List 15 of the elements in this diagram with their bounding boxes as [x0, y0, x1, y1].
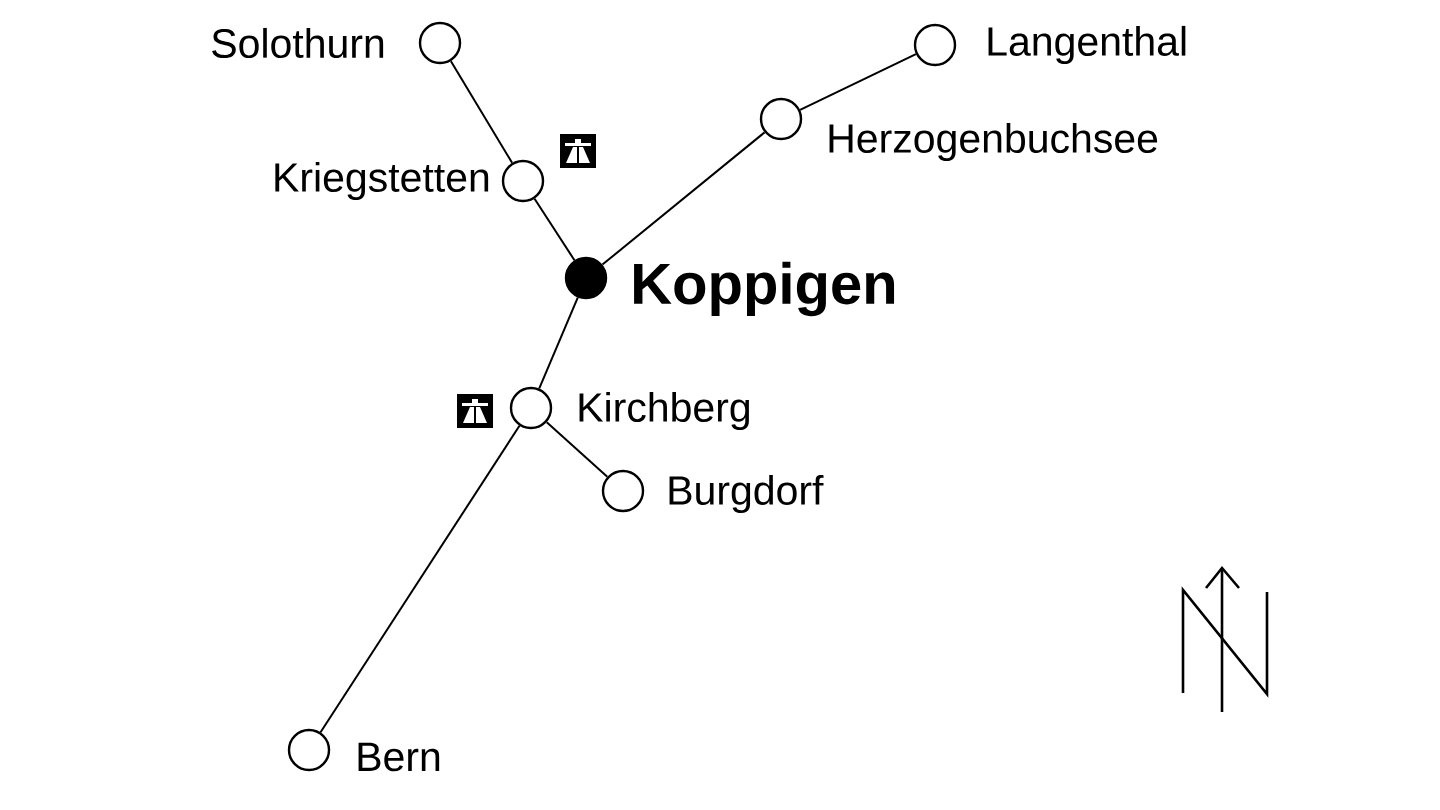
station-name: Solothurn [212, 27, 384, 59]
station-name: Herzogenbuchsee [829, 122, 1158, 162]
route-line [533, 197, 576, 262]
route-line [799, 53, 917, 111]
station-name: Langenthal [988, 25, 1186, 65]
station-name: Koppigen [634, 261, 895, 317]
station-name: Kirchberg [579, 391, 749, 431]
station-name: Burgdorf [669, 474, 824, 514]
station-name: Kriegstetten [275, 161, 489, 201]
route-line [449, 60, 514, 164]
route-line [601, 131, 766, 266]
route-line [319, 424, 521, 734]
route-line [538, 296, 579, 390]
station-name: Bern [358, 742, 440, 772]
route-line [545, 421, 609, 478]
